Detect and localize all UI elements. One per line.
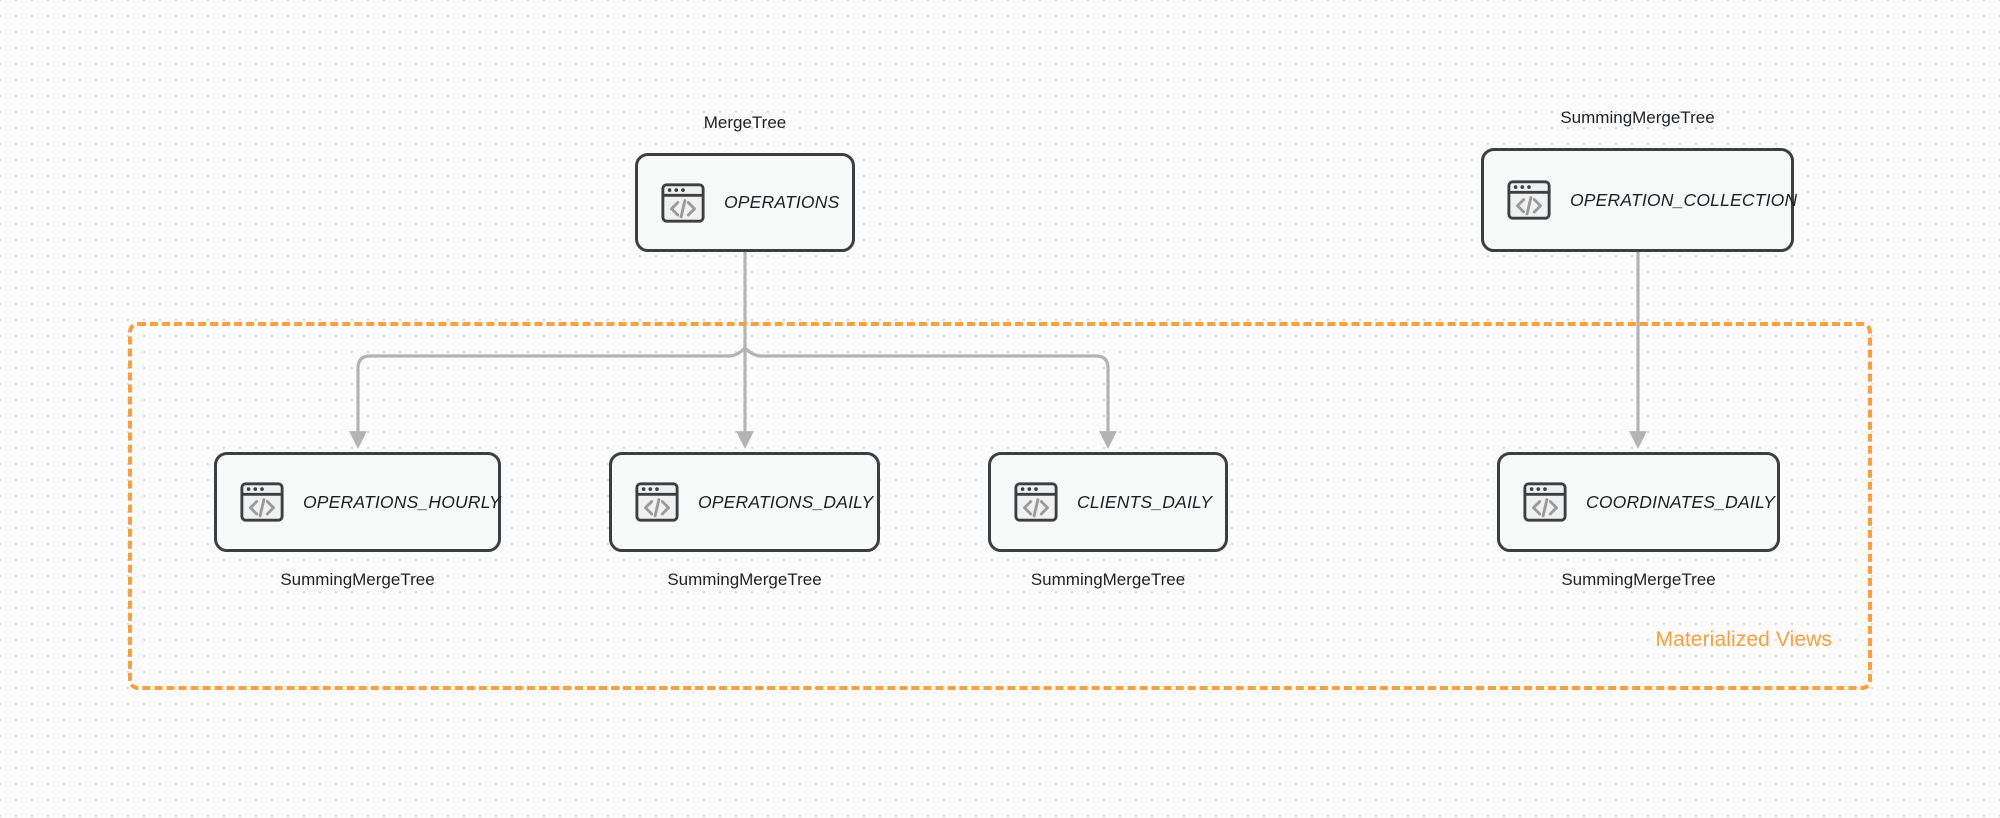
code-window-icon [1014, 482, 1058, 522]
table-node-clients_daily[interactable]: CLIENTS_DAILY [988, 452, 1228, 552]
table-node-title: COORDINATES_DAILY [1586, 491, 1776, 512]
table-node-title: CLIENTS_DAILY [1077, 491, 1213, 512]
table-node-operations_daily[interactable]: OPERATIONS_DAILY [609, 452, 880, 552]
code-window-icon [661, 182, 705, 223]
code-window-icon [1507, 180, 1551, 220]
materialized-views-group [128, 322, 1872, 690]
engine-label-clients_daily: SummingMergeTree [1030, 570, 1186, 589]
table-node-title: OPERATIONS [724, 192, 840, 212]
code-window-icon [635, 482, 679, 522]
code-window-icon [240, 482, 284, 522]
engine-label-operations: MergeTree [703, 113, 787, 132]
table-node-operations[interactable]: OPERATIONS [635, 153, 855, 252]
engine-label-operations_daily: SummingMergeTree [667, 570, 822, 589]
table-node-title: OPERATION_COLLECTION [1570, 189, 1798, 210]
table-node-title: OPERATIONS_DAILY [698, 491, 874, 512]
engine-label-operations_hourly: SummingMergeTree [280, 570, 435, 589]
table-node-operations_hourly[interactable]: OPERATIONS_HOURLY [214, 452, 501, 552]
engine-label-operation_collection: SummingMergeTree [1560, 108, 1715, 127]
materialized-views-label: Materialized Views [1655, 628, 1832, 651]
table-node-coordinates_daily[interactable]: COORDINATES_DAILY [1497, 452, 1780, 552]
table-node-operation_collection[interactable]: OPERATION_COLLECTION [1481, 148, 1798, 252]
engine-label-coordinates_daily: SummingMergeTree [1561, 570, 1716, 589]
table-node-title: OPERATIONS_HOURLY [303, 491, 501, 512]
code-window-icon [1523, 482, 1567, 522]
